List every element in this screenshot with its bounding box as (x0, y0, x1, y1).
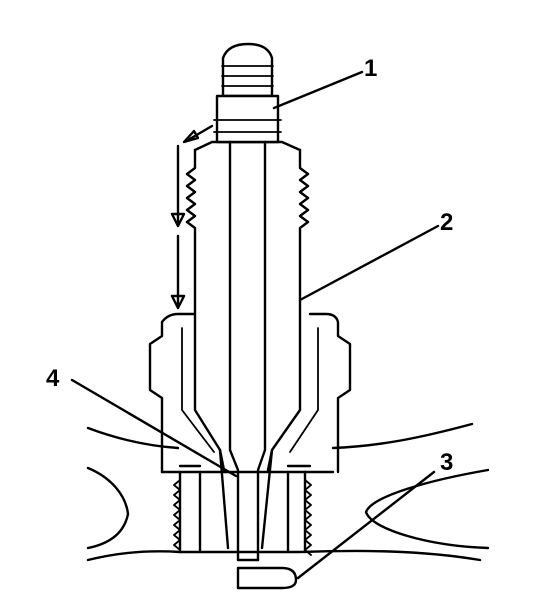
leader-line-2 (298, 224, 440, 302)
leader-lines (70, 70, 440, 580)
leader-line-1 (272, 70, 364, 110)
callout-3: 3 (440, 449, 453, 476)
ground-electrode (236, 566, 298, 590)
terminal (213, 42, 282, 144)
center-electrode (228, 140, 267, 562)
callout-2: 2 (440, 209, 453, 236)
leader-line-4 (70, 378, 238, 478)
thread-section (173, 470, 312, 556)
leader-line-3 (296, 470, 436, 580)
insulator (185, 140, 310, 550)
reach-dimension-arrows (170, 124, 214, 310)
shell-hex (148, 312, 352, 474)
callout-1: 1 (364, 55, 377, 82)
callout-4: 4 (46, 365, 60, 392)
